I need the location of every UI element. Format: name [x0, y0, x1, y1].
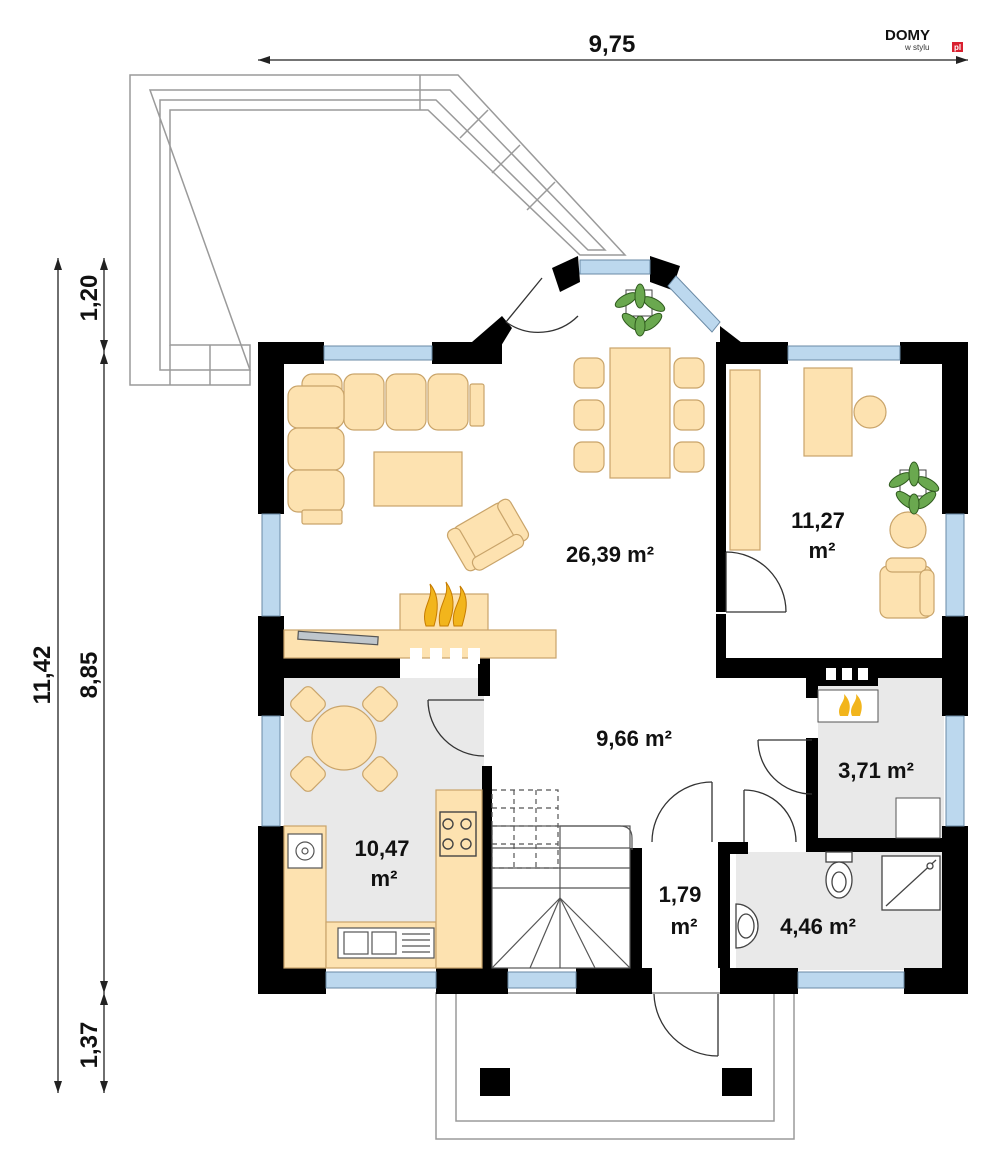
plant-icon [614, 283, 666, 337]
desk-chair [853, 395, 887, 429]
sink-icon [337, 927, 435, 959]
logo-tld: pl [954, 43, 961, 52]
office-armchair [879, 557, 935, 619]
office-area-unit: m² [809, 538, 836, 563]
coffee-table [373, 451, 463, 507]
kitchen-table [311, 705, 377, 771]
dim-total-depth: 11,42 [29, 646, 56, 705]
boiler-room-area: 3,71 m² [838, 758, 914, 783]
cooktop-icon [439, 811, 477, 857]
dining-table [609, 347, 671, 479]
living-room-area: 26,39 m² [566, 542, 654, 567]
dim-total-width: 9,75 [589, 31, 636, 58]
fireplace-vents [410, 648, 480, 664]
dimension-lines [54, 56, 968, 1093]
vestibule-area-unit: m² [671, 914, 698, 939]
logo-brand: DOMY [885, 27, 930, 44]
bathroom-area: 4,46 m² [780, 914, 856, 939]
logo: DOMY w stylu pl [885, 27, 963, 52]
terrace [129, 74, 627, 386]
windows [261, 259, 965, 989]
stove-vent-holes [826, 668, 868, 680]
plant-icon [888, 461, 940, 515]
hall-area: 9,66 m² [596, 726, 672, 751]
kitchen-area-value: 10,47 [354, 836, 409, 861]
dim-seg-middle: 8,85 [76, 652, 103, 699]
washer-icon [895, 797, 941, 839]
fan-icon [287, 833, 323, 869]
office-area-value: 11,27 [791, 508, 845, 533]
dim-seg-top: 1,20 [76, 275, 103, 322]
side-table [889, 511, 927, 549]
staircase [491, 789, 633, 969]
desk [803, 367, 853, 457]
doors [427, 277, 813, 1057]
armchair [446, 498, 530, 572]
shower-icon [881, 855, 941, 911]
entrance-porch [435, 992, 795, 1140]
boiler-icon [817, 689, 879, 723]
dim-seg-bottom: 1,37 [76, 1022, 103, 1069]
vestibule-area-value: 1,79 [659, 882, 702, 907]
office-wardrobe [729, 369, 761, 551]
corner-sofa [287, 373, 485, 525]
washbasin-icon [735, 903, 759, 949]
toilet-icon [825, 851, 853, 899]
walls [258, 256, 968, 994]
logo-sub: w stylu [904, 43, 929, 52]
fire-icon [424, 581, 467, 627]
radiator-icon [297, 630, 379, 646]
kitchen-area-unit: m² [371, 866, 398, 891]
porch-pillars [480, 1068, 752, 1096]
